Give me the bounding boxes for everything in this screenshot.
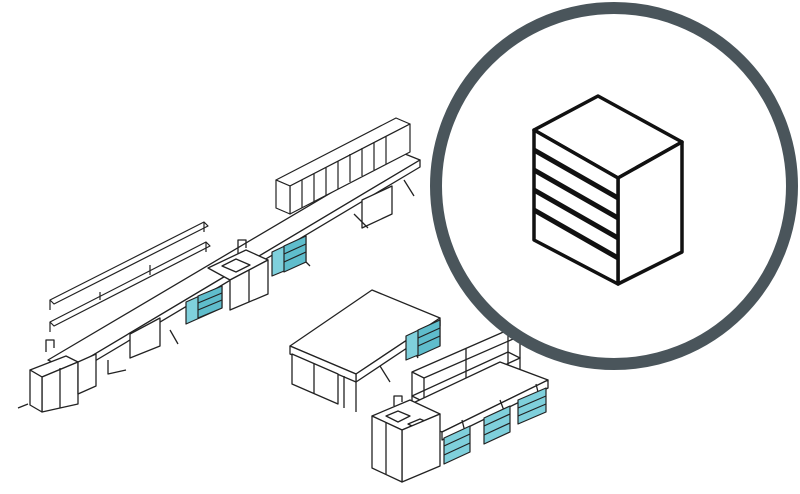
- lower-shelf: [49, 241, 211, 327]
- callout-magnifier: [430, 2, 798, 370]
- upper-wall-cabinets: [275, 117, 411, 215]
- right-faucet: [393, 395, 403, 406]
- drawer-units-right: [443, 387, 547, 465]
- shelf-brackets: [49, 222, 207, 332]
- drawer-unit-6: [517, 387, 547, 425]
- wall-shelves: [49, 221, 211, 332]
- middle-sink-basin: [221, 258, 251, 273]
- drawer-unit-4: [443, 425, 471, 465]
- drawer-unit-2: [271, 235, 307, 277]
- upper-cabinet-side: [275, 179, 291, 215]
- drawer-unit-5: [483, 405, 511, 445]
- upper-shelf: [49, 221, 209, 305]
- right-sink-cabinet-side: [371, 415, 403, 483]
- middle-faucet: [237, 239, 247, 254]
- upper-cabinet-doors: [301, 136, 387, 208]
- under-cabinet-1: [77, 353, 97, 395]
- left-sink-cabinet-side: [29, 369, 43, 413]
- bench-edge: [441, 379, 549, 441]
- reagent-shelf-posts: [411, 330, 521, 414]
- reagent-bench: [371, 329, 549, 483]
- right-sink-basin-1: [385, 410, 411, 423]
- wall-counter-run: [17, 151, 421, 413]
- drawer-cabinet-icon: [532, 94, 684, 286]
- drawer-unit-1: [185, 285, 223, 325]
- drawer-unit-3: [405, 319, 441, 361]
- under-cabinet-2: [129, 317, 161, 359]
- island-legs: [343, 343, 419, 412]
- under-cabinet-3: [361, 185, 393, 229]
- left-faucet: [45, 339, 55, 352]
- cabinet-drawer-lines: [532, 147, 620, 261]
- island-end-cabinet: [291, 353, 339, 405]
- floor-line: [17, 403, 29, 409]
- drawer-units-wall: [185, 235, 307, 325]
